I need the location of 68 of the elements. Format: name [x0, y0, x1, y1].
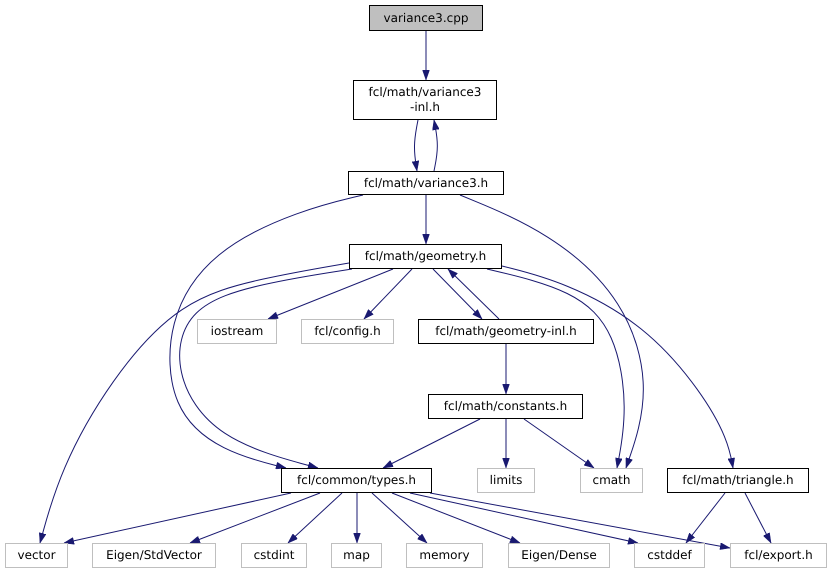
- file-name: fcl/common/types.h: [297, 473, 416, 488]
- include-arrow: [486, 268, 625, 468]
- file-name: fcl/math/constants.h: [444, 399, 568, 414]
- include-arrow: [190, 492, 320, 544]
- file-box: [667, 468, 809, 493]
- file-name: cstdint: [254, 548, 294, 563]
- file-name: fcl/math/geometry-inl.h: [435, 324, 577, 339]
- include-arrow: [502, 344, 510, 394]
- file-name: cmath: [592, 473, 630, 488]
- file-box: [197, 319, 277, 344]
- include-arrow: [686, 492, 726, 544]
- file-name: variance3.cpp: [384, 10, 468, 26]
- include-arrow: [432, 120, 440, 172]
- file-box: [331, 543, 382, 568]
- include-arrow: [502, 418, 510, 468]
- file-box: [406, 543, 483, 568]
- include-arrow: [430, 492, 730, 550]
- file-name: fcl/math/variance3.h: [364, 176, 488, 190]
- file-box: [92, 543, 216, 568]
- file-box: [348, 171, 504, 195]
- file-name: map: [343, 548, 370, 563]
- include-arrow: [179, 268, 352, 469]
- file-name: cstddef: [647, 548, 692, 563]
- file-name: fcl/math/geometry.h: [364, 249, 486, 264]
- file-box: [730, 543, 827, 568]
- include-arrow: [432, 268, 482, 320]
- file-name: fcl/config.h: [314, 324, 381, 339]
- include-arrow: [364, 268, 412, 320]
- include-arrow: [502, 266, 735, 468]
- file-name: vector: [17, 548, 56, 563]
- file-name: Eigen/StdVector: [106, 548, 202, 563]
- include-arrow: [372, 492, 428, 544]
- file-box: [580, 468, 643, 493]
- include-arrow: [392, 492, 520, 544]
- file-box: [634, 543, 705, 568]
- include-arrow: [744, 492, 772, 544]
- include-arrow: [169, 194, 364, 470]
- include-arrow: [382, 418, 480, 468]
- include-arrow: [410, 492, 638, 545]
- include-arrow: [64, 492, 292, 545]
- file-box: [281, 468, 432, 493]
- file-name: memory: [419, 548, 470, 563]
- include-arrow: [422, 30, 430, 80]
- include-arrow: [288, 492, 342, 544]
- file-name: limits: [490, 473, 522, 488]
- file-name: iostream: [210, 324, 264, 339]
- include-arrow: [460, 194, 644, 468]
- include-arrow: [448, 268, 500, 320]
- file-name: fcl/math/variance3 -inl.h: [368, 85, 482, 115]
- file-box: [428, 394, 583, 419]
- include-arrow: [422, 194, 430, 244]
- file-box: [349, 244, 502, 269]
- file-box: [508, 543, 610, 568]
- include-arrow: [412, 120, 420, 172]
- file-box: [477, 468, 535, 493]
- file-box: [418, 319, 594, 344]
- file-box: [353, 80, 497, 120]
- include-arrow: [524, 418, 594, 468]
- include-arrow: [39, 262, 350, 544]
- file-box: [241, 543, 307, 568]
- include-arrow: [268, 268, 394, 320]
- file-box: [301, 319, 394, 344]
- file-name: fcl/math/triangle.h: [682, 473, 794, 488]
- file-name: Eigen/Dense: [521, 548, 597, 563]
- file-box: [369, 5, 483, 31]
- file-box: [5, 543, 68, 568]
- include-arrow: [353, 492, 361, 544]
- file-name: fcl/export.h: [744, 548, 813, 563]
